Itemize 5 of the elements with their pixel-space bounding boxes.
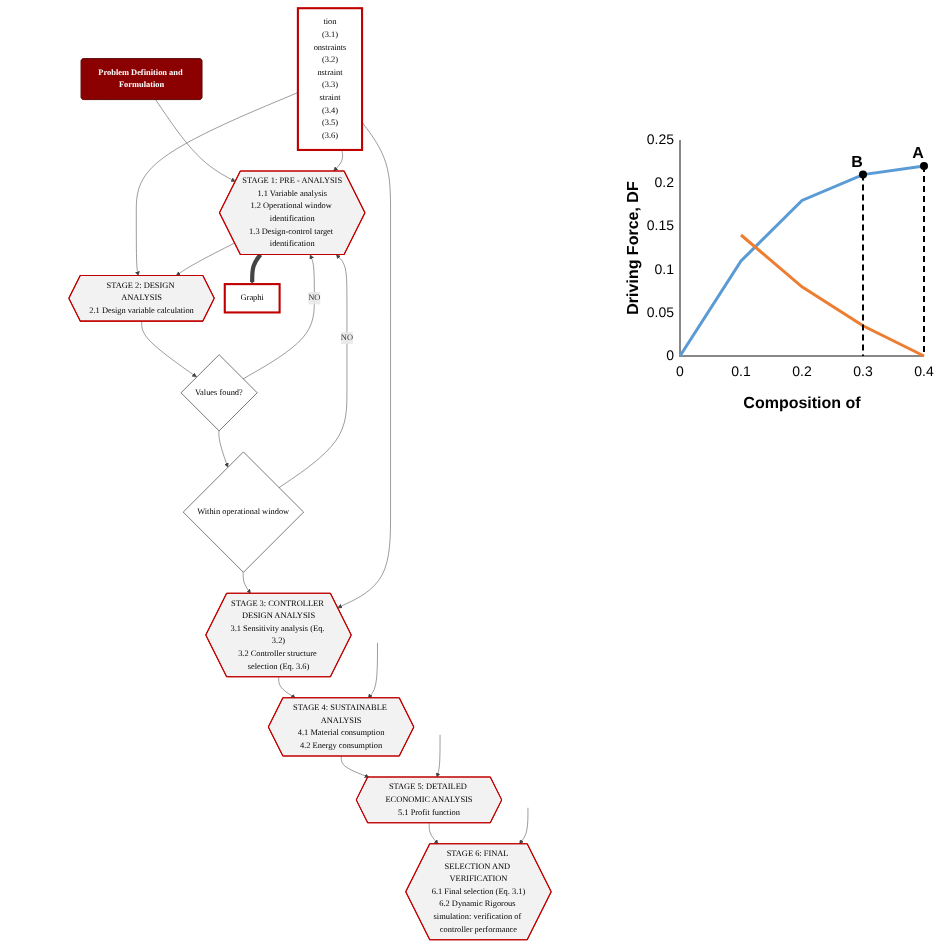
arrow [249, 253, 263, 285]
point-label: A [912, 143, 924, 162]
y-axis-title: Driving Force, DF [624, 181, 642, 315]
point-label: B [851, 152, 863, 171]
x-axis-title: Composition of [743, 394, 861, 412]
